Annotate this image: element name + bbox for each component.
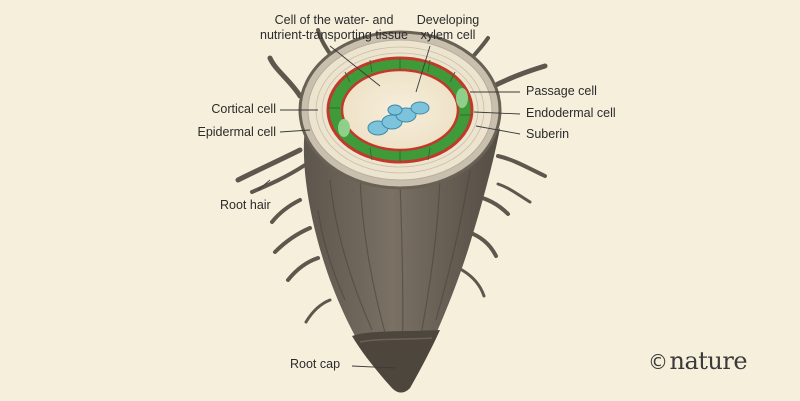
passage-cell [456, 88, 468, 108]
root-hair [273, 226, 312, 254]
root-hair [267, 55, 303, 99]
passage-cell [338, 119, 350, 137]
root-hair [496, 182, 532, 204]
label-root-hair: Root hair [220, 198, 271, 212]
label-vascular-tissue: Cell of the water- and nutrient-transpor… [254, 13, 414, 43]
root-hair [286, 256, 320, 282]
root-hair [250, 163, 307, 194]
copyright-symbol: © [648, 350, 668, 374]
label-root-cap: Root cap [290, 357, 341, 371]
root-hair [270, 198, 302, 224]
label-vascular-tissue-line1: Cell of the water- and [274, 13, 394, 27]
root-hair [235, 147, 303, 183]
root-hair [496, 154, 547, 178]
nature-wordmark: nature [669, 347, 748, 375]
root-cap [352, 330, 440, 393]
label-xylem-line2: xylem cell [420, 28, 476, 42]
label-epidermal-cell: Epidermal cell [197, 125, 276, 139]
root-hair [460, 268, 486, 298]
label-cortical-cell: Cortical cell [211, 102, 276, 116]
xylem-cells [367, 101, 430, 136]
xylem-cell [410, 101, 430, 115]
label-suberin: Suberin [526, 127, 570, 141]
leader-lines [257, 45, 521, 369]
nature-logo: ©nature [648, 347, 748, 375]
label-passage-cell: Passage cell [526, 84, 597, 98]
label-endodermal-cell: Endodermal cell [526, 106, 616, 120]
xylem-cell [387, 104, 403, 116]
root-hair [304, 298, 332, 324]
label-vascular-tissue-line2: nutrient-transporting tissue [260, 28, 408, 42]
label-xylem: Developing xylem cell [412, 13, 484, 43]
label-xylem-line1: Developing [416, 13, 480, 27]
